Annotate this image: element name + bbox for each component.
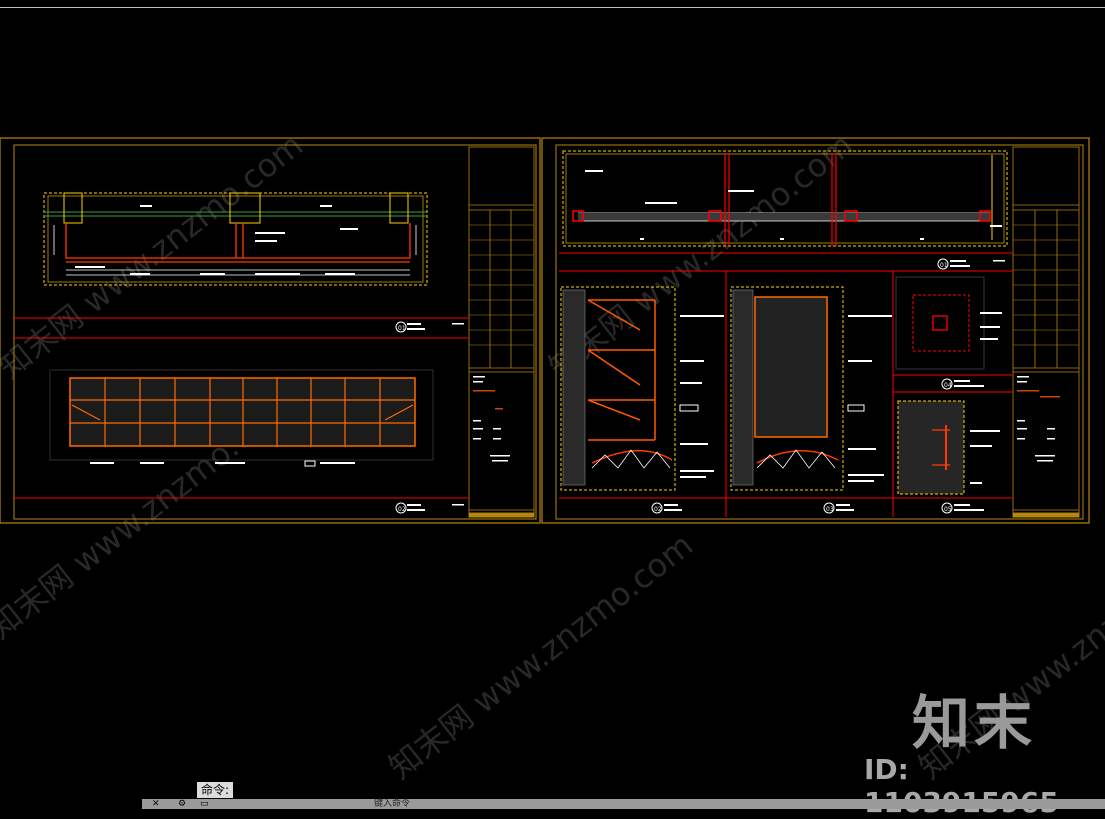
command-line-bar: ✕ ⚙ ▭ 键入命令 [142, 799, 1105, 809]
svg-text:02: 02 [654, 506, 662, 513]
callout-left-01: 01 [395, 321, 464, 333]
section-drawing-r02: 02 [560, 286, 724, 514]
title-block-left [468, 146, 535, 518]
title-block-right [1012, 146, 1080, 518]
section-drawing-r01: 01 [562, 150, 1008, 270]
close-icon[interactable]: ✕ [152, 799, 160, 809]
callout-right-05: 05 [941, 502, 984, 514]
callout-right-01: 01 [937, 258, 1005, 270]
section-drawing-r04: 04 [895, 276, 1002, 390]
callout-right-02: 02 [651, 502, 682, 514]
title-block-right-text [1017, 376, 1060, 462]
command-line-label: 命令: [197, 782, 234, 798]
wrench-icon[interactable]: ⚙ [178, 799, 187, 809]
svg-text:05: 05 [944, 506, 952, 513]
canvas-top-border [0, 7, 1105, 8]
callout-right-03: 03 [823, 502, 854, 514]
section-drawing-r03: 03 [730, 286, 892, 514]
sheet-left: 01 02 [0, 137, 541, 524]
svg-text:04: 04 [944, 382, 952, 389]
svg-text:01: 01 [940, 262, 948, 269]
section-drawing-r05: 05 [897, 400, 1000, 514]
command-history-icon[interactable]: ▭ [200, 799, 209, 809]
callout-left-02: 02 [395, 502, 464, 514]
watermark-text-4: 知末网 www.znzmo.com [382, 526, 701, 787]
command-input[interactable]: 键入命令 [374, 799, 411, 809]
watermark-id: ID: 1103915965 [864, 753, 1059, 819]
svg-text:03: 03 [826, 506, 834, 513]
title-block-left-text [473, 376, 510, 462]
section-drawing-02 [49, 369, 434, 467]
svg-text:02: 02 [398, 506, 406, 513]
sheet-right: 01 02 [541, 137, 1090, 524]
section-drawing-01 [43, 192, 428, 286]
callout-right-04: 04 [941, 378, 984, 390]
watermark-text-1: 知末网 www.znzmo.com [0, 126, 310, 387]
watermark-logo: 知末 [912, 689, 1037, 757]
svg-text:01: 01 [398, 325, 406, 332]
